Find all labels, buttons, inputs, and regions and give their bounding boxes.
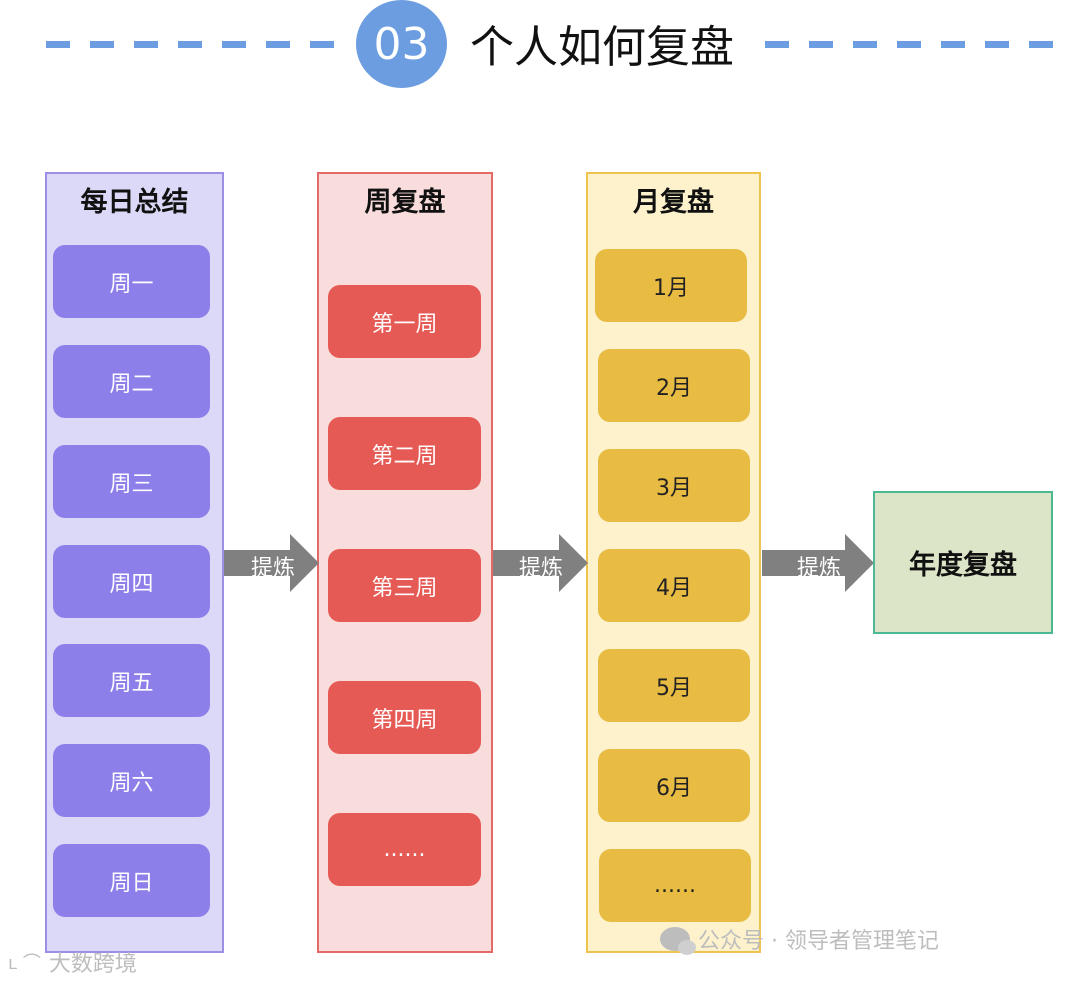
weekly-item: 第三周 bbox=[328, 549, 481, 622]
arrow-right-icon bbox=[762, 534, 874, 592]
daily-item: 周五 bbox=[53, 644, 210, 717]
monthly-item: 5月 bbox=[598, 649, 750, 722]
watermark-right: 公众号 · 领导者管理笔记 bbox=[660, 923, 939, 955]
monthly-item: 2月 bbox=[598, 349, 750, 422]
wechat-icon bbox=[660, 927, 696, 955]
watermark-left: ʟ ⌒ 大数跨境 bbox=[8, 946, 137, 978]
monthly-item: ...... bbox=[599, 849, 751, 922]
monthly-column-title: 月复盘 bbox=[633, 187, 714, 218]
page-title: 个人如何复盘 bbox=[470, 22, 734, 73]
annual-review-box: 年度复盘 bbox=[873, 491, 1053, 634]
watermark-left-text: 大数跨境 bbox=[48, 952, 137, 977]
arrow-label-refine: 提炼 bbox=[796, 556, 841, 581]
monthly-item: 4月 bbox=[598, 549, 750, 622]
weekly-item: 第一周 bbox=[328, 285, 481, 358]
weekly-item: 第二周 bbox=[328, 417, 481, 490]
weekly-item: ...... bbox=[328, 813, 481, 886]
arrow-right-icon bbox=[224, 534, 319, 592]
daily-column-title: 每日总结 bbox=[80, 187, 189, 218]
monthly-item: 6月 bbox=[598, 749, 750, 822]
arrow-label-refine: 提炼 bbox=[250, 556, 295, 581]
weekly-column-title: 周复盘 bbox=[364, 187, 446, 218]
watermark-logo-icon: ʟ ⌒ bbox=[8, 953, 41, 974]
header-dash-line-left bbox=[46, 41, 346, 48]
arrow-right-icon bbox=[493, 534, 588, 592]
daily-item: 周六 bbox=[53, 744, 210, 817]
daily-item: 周二 bbox=[53, 345, 210, 418]
weekly-item: 第四周 bbox=[328, 681, 481, 754]
header-dash-line-right bbox=[765, 41, 1065, 48]
arrow-label-refine: 提炼 bbox=[518, 556, 563, 581]
daily-item: 周三 bbox=[53, 445, 210, 518]
section-number-badge: 03 bbox=[356, 0, 447, 88]
daily-item: 周四 bbox=[53, 545, 210, 618]
watermark-right-text: 公众号 · 领导者管理笔记 bbox=[698, 929, 939, 954]
monthly-item: 1月 bbox=[595, 249, 747, 322]
daily-item: 周一 bbox=[53, 245, 210, 318]
monthly-item: 3月 bbox=[598, 449, 750, 522]
daily-item: 周日 bbox=[53, 844, 210, 917]
